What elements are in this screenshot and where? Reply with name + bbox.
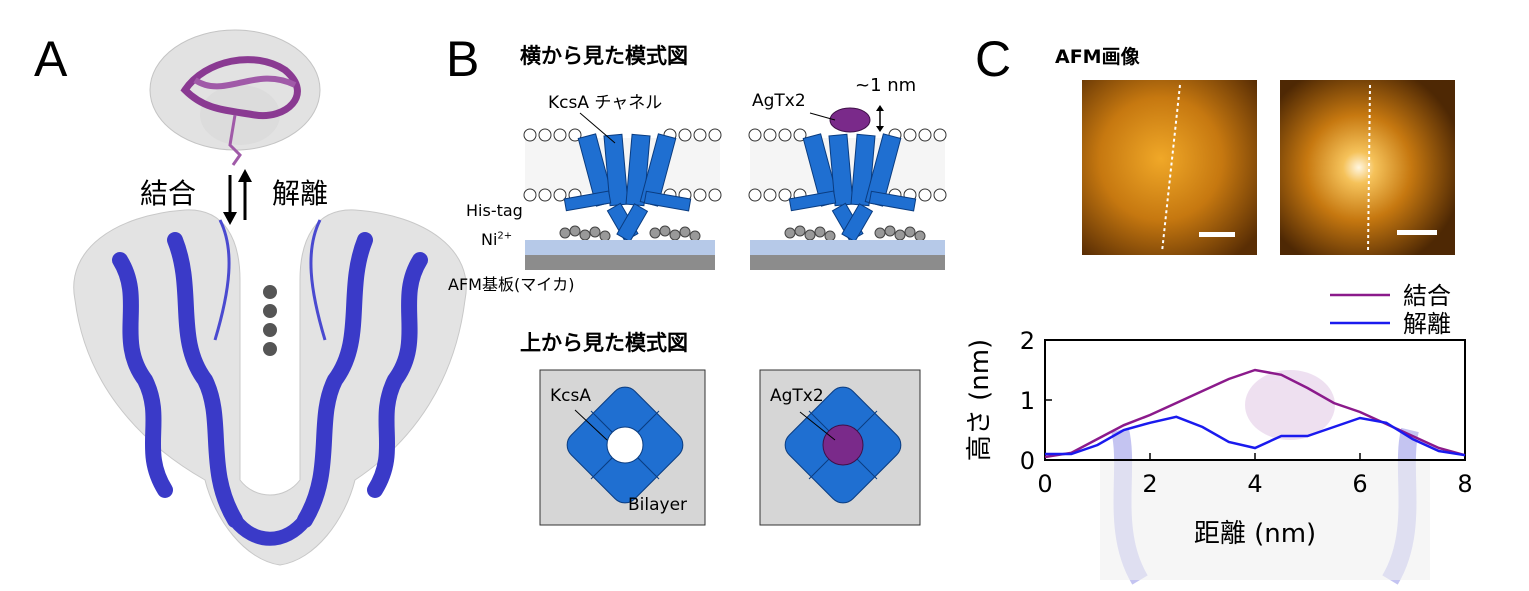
x-tick-label-1: 2 xyxy=(1142,470,1157,498)
y-tick-label-2: 2 xyxy=(1020,327,1035,355)
afm-image-unbound xyxy=(1280,80,1455,255)
scale-bar-1 xyxy=(1199,232,1235,237)
side-view-title: 横から見た模式図 xyxy=(520,44,688,68)
x-tick-label-3: 6 xyxy=(1352,470,1367,498)
membrane-right xyxy=(748,105,947,270)
x-tick-label-2: 4 xyxy=(1247,470,1262,498)
top-view-title: 上から見た模式図 xyxy=(520,331,688,355)
y-tick-label-0: 0 xyxy=(1020,447,1035,475)
scale-bar-2 xyxy=(1397,230,1437,235)
ni-charge: 2+ xyxy=(497,230,513,242)
top-view-agtx2 xyxy=(759,369,921,526)
x-tick-label-0: 0 xyxy=(1037,470,1052,498)
agtx2-top-label: AgTx2 xyxy=(770,386,824,406)
x-tick-label-4: 8 xyxy=(1457,470,1472,498)
panel-a-letter: A xyxy=(34,31,68,87)
kcsa-channel-label: KcsA チャネル xyxy=(548,93,663,113)
ni-text: Ni xyxy=(481,230,498,249)
membrane-left xyxy=(523,128,722,270)
agtx2-label: AgTx2 xyxy=(752,91,806,111)
his-tag-label: His-tag xyxy=(466,201,523,220)
afm-image-bound xyxy=(1082,80,1257,255)
unbind-label: 解離 xyxy=(272,177,329,210)
afm-images xyxy=(1082,80,1455,255)
kcsa-top-label: KcsA xyxy=(550,386,591,406)
top-view-kcsa xyxy=(539,369,706,526)
x-axis-label: 距離 (nm) xyxy=(1194,519,1316,549)
y-axis-label: 高さ (nm) xyxy=(965,339,995,461)
panel-b-letter: B xyxy=(446,31,480,87)
side-view-diagram xyxy=(523,105,947,270)
top-view-diagram xyxy=(539,369,921,526)
chart-background-structure xyxy=(1100,370,1430,585)
panel-a-structure xyxy=(73,29,467,566)
panel-c-letter: C xyxy=(975,31,1012,87)
legend-label-0: 結合 xyxy=(1403,282,1451,310)
ni-label: Ni2+ xyxy=(481,230,512,249)
substrate-label: AFM基板(マイカ) xyxy=(448,275,575,294)
bilayer-label: Bilayer xyxy=(628,495,688,515)
afm-title: AFM画像 xyxy=(1055,46,1140,68)
series-line-1 xyxy=(1045,415,1466,457)
height-label: ~1 nm xyxy=(855,75,917,96)
y-tick-label-1: 1 xyxy=(1020,387,1035,415)
legend-label-1: 解離 xyxy=(1403,310,1451,338)
bind-label: 結合 xyxy=(140,177,197,210)
